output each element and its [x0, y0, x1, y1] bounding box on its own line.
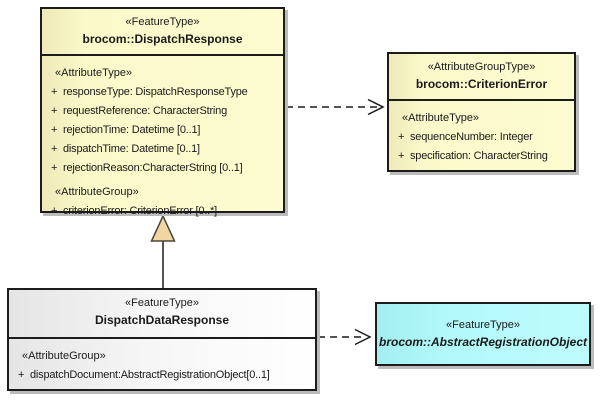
attribute-text: criterionError: CriterionError [0..*] [63, 205, 217, 217]
class-name: brocom::CriterionError [415, 77, 548, 91]
attribute-text: sequenceNumber: Integer [410, 131, 533, 143]
stereotype-label: «FeatureType» [125, 16, 200, 28]
class-header: «FeatureType» DispatchDataResponse [9, 290, 315, 337]
attribute-row: + rejectionTime: Datetime [0..1] [42, 121, 283, 140]
class-header: «FeatureType» brocom::DispatchResponse [42, 9, 283, 54]
attribute-text: rejectionTime: Datetime [0..1] [63, 124, 201, 136]
section-heading: «AttributeGroup» [55, 186, 139, 198]
stereotype-label: «FeatureType» [125, 297, 199, 309]
class-name: DispatchDataResponse [94, 313, 230, 327]
dependency-connector-criterion-error [286, 98, 385, 116]
attribute-compartment: «AttributeGroup» + dispatchDocument:Abst… [9, 337, 315, 385]
attribute-row: + criterionError: CriterionError [0..*] [42, 202, 283, 221]
attribute-compartment: «AttributeType» + sequenceNumber: Intege… [389, 99, 574, 166]
visibility-marker: + [51, 205, 58, 217]
class-header: «AttributeGroupType» brocom::CriterionEr… [389, 54, 574, 99]
attribute-text: rejectionReason:CharacterString [0..1] [63, 162, 243, 174]
visibility-marker: + [51, 162, 58, 174]
open-arrowhead-icon [367, 98, 385, 116]
attribute-row: + rejectionReason:CharacterString [0..1] [42, 159, 283, 178]
attribute-text: dispatchTime: Datetime [0..1] [63, 143, 200, 155]
attribute-row: + dispatchDocument:AbstractRegistrationO… [9, 366, 315, 385]
hollow-triangle-arrowhead-icon [150, 214, 176, 242]
class-dispatch-response: «FeatureType» brocom::DispatchResponse «… [40, 7, 285, 217]
visibility-marker: + [51, 143, 58, 155]
visibility-marker: + [51, 86, 58, 98]
class-dispatch-data-response: «FeatureType» DispatchDataResponse «Attr… [7, 288, 317, 391]
section-heading: «AttributeGroup» [22, 350, 106, 362]
open-arrowhead-icon [354, 328, 372, 346]
attribute-row: + sequenceNumber: Integer [389, 128, 574, 147]
visibility-marker: + [51, 124, 58, 136]
attribute-text: responseType: DispatchResponseType [63, 86, 248, 98]
visibility-marker: + [51, 105, 58, 117]
dependency-connector-abstract-registration-object [318, 328, 372, 346]
attribute-text: dispatchDocument:AbstractRegistrationObj… [30, 369, 270, 381]
section-heading: «AttributeType» [55, 67, 133, 79]
class-abstract-registration-object: «FeatureType» brocom::AbstractRegistrati… [375, 302, 591, 366]
attribute-text: requestReference: CharacterString [63, 105, 227, 117]
visibility-marker: + [398, 150, 405, 162]
attribute-row: + dispatchTime: Datetime [0..1] [42, 140, 283, 159]
stereotype-label: «FeatureType» [446, 319, 520, 331]
attribute-row: + responseType: DispatchResponseType [42, 83, 283, 102]
attribute-row: + specification: CharacterString [389, 147, 574, 166]
stereotype-label: «AttributeGroupType» [427, 61, 536, 73]
visibility-marker: + [18, 369, 25, 381]
class-name: brocom::DispatchResponse [82, 32, 243, 46]
class-name: brocom::AbstractRegistrationObject [378, 335, 588, 349]
attribute-compartment: «AttributeType» + responseType: Dispatch… [42, 54, 283, 221]
visibility-marker: + [398, 131, 405, 143]
section-heading: «AttributeType» [402, 112, 480, 124]
attribute-row: + requestReference: CharacterString [42, 102, 283, 121]
class-criterion-error: «AttributeGroupType» brocom::CriterionEr… [387, 52, 576, 172]
generalization-connector [150, 214, 176, 288]
attribute-text: specification: CharacterString [410, 150, 548, 162]
